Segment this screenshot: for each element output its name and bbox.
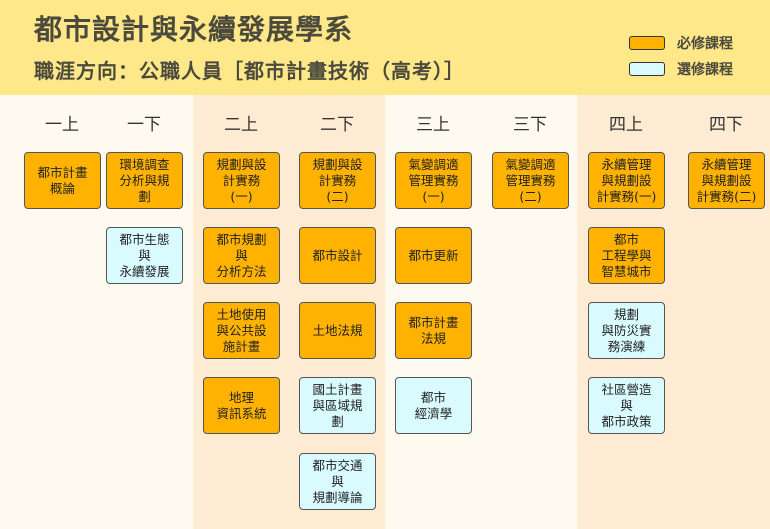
course-box: 都市規劃 與 分析方法 (203, 227, 280, 284)
course-box: 土地法規 (299, 302, 376, 359)
semester-label: 一下 (127, 115, 161, 135)
course-box: 土地使用 與公共設 施計畫 (203, 302, 280, 359)
semester-label: 三上 (416, 115, 450, 135)
course-name: 都市 工程學與 智慧城市 (601, 231, 652, 279)
course-box: 氣變調適 管理實務 (二) (492, 152, 569, 209)
course-box: 都市交通 與 規劃導論 (299, 453, 376, 510)
course-name: 社區營造 與 都市政策 (601, 381, 652, 429)
course-name: 規劃與設 計實務 (一) (216, 156, 267, 204)
course-name: 規劃 與防災實 務演練 (601, 306, 652, 354)
course-box: 規劃與設 計實務 (一) (203, 152, 280, 209)
semester-label: 三下 (513, 115, 547, 135)
page-subtitle: 職涯方向：公職人員［都市計畫技術（高考）］ (34, 59, 465, 83)
course-name: 都市計畫 法規 (408, 314, 459, 346)
course-name: 環境調查 分析與規 劃 (119, 156, 170, 204)
legend-swatch-elective (629, 62, 665, 76)
course-name: 規劃與設 計實務 (二) (312, 156, 363, 204)
course-box: 都市 工程學與 智慧城市 (588, 227, 665, 284)
course-box: 都市計畫 概論 (24, 152, 101, 209)
legend-item-elective: 選修課程 (629, 60, 733, 78)
legend-label-elective: 選修課程 (677, 62, 733, 78)
course-name: 永續管理 與規劃設 計實務(二) (696, 156, 757, 204)
course-box: 永續管理 與規劃設 計實務(一) (588, 152, 665, 209)
semester-label: 四下 (709, 115, 743, 135)
course-name: 永續管理 與規劃設 計實務(一) (596, 156, 657, 204)
course-name: 氣變調適 管理實務 (一) (408, 156, 459, 204)
header-banner: 都市設計與永續發展學系 職涯方向：公職人員［都市計畫技術（高考）］ 必修課程 選… (0, 0, 770, 95)
course-name: 都市生態 與 永續發展 (119, 231, 170, 279)
legend-label-required: 必修課程 (677, 36, 733, 52)
course-box: 社區營造 與 都市政策 (588, 377, 665, 434)
semester-label: 二上 (224, 115, 258, 135)
course-box: 地理 資訊系統 (203, 377, 280, 434)
page-title: 都市設計與永續發展學系 (34, 13, 354, 46)
course-box: 都市 經濟學 (395, 377, 472, 434)
course-name: 都市交通 與 規劃導論 (312, 457, 363, 505)
course-name: 都市規劃 與 分析方法 (216, 231, 267, 279)
legend-item-required: 必修課程 (629, 34, 733, 52)
course-box: 都市生態 與 永續發展 (106, 227, 183, 284)
course-name: 土地法規 (312, 322, 363, 338)
course-name: 都市設計 (312, 247, 363, 263)
course-box: 都市計畫 法規 (395, 302, 472, 359)
course-name: 地理 資訊系統 (216, 389, 267, 421)
course-box: 都市設計 (299, 227, 376, 284)
course-name: 土地使用 與公共設 施計畫 (216, 306, 267, 354)
course-name: 都市計畫 概論 (37, 164, 88, 196)
course-name: 都市 經濟學 (414, 389, 453, 421)
course-box: 規劃 與防災實 務演練 (588, 302, 665, 359)
semester-label: 二下 (320, 115, 354, 135)
course-name: 氣變調適 管理實務 (二) (505, 156, 556, 204)
course-box: 永續管理 與規劃設 計實務(二) (688, 152, 765, 209)
course-box: 環境調查 分析與規 劃 (106, 152, 183, 209)
course-box: 氣變調適 管理實務 (一) (395, 152, 472, 209)
course-name: 國土計畫 與區域規 劃 (312, 381, 363, 429)
semester-label: 一上 (45, 115, 79, 135)
course-box: 國土計畫 與區域規 劃 (299, 377, 376, 434)
semester-label: 四上 (609, 115, 643, 135)
course-box: 規劃與設 計實務 (二) (299, 152, 376, 209)
legend-swatch-required (629, 36, 665, 50)
course-name: 都市更新 (408, 247, 459, 263)
course-box: 都市更新 (395, 227, 472, 284)
